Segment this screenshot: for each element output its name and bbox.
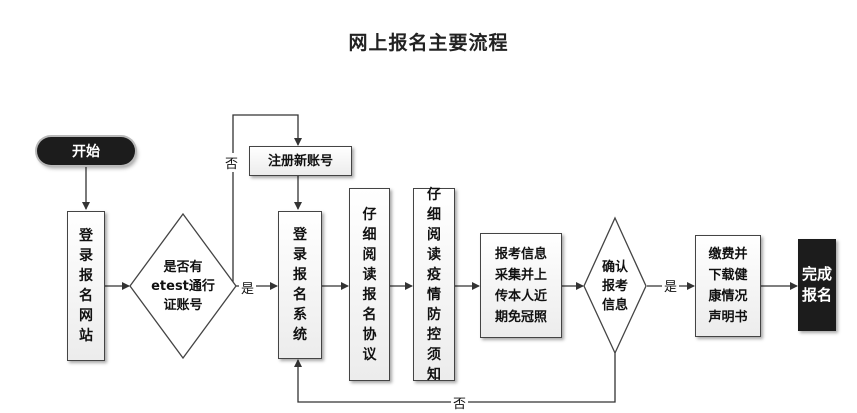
start-node: 开始 bbox=[37, 137, 135, 165]
login-system-label: 登录报名系统 bbox=[293, 227, 307, 343]
edge-label-no-account: 否 bbox=[223, 153, 241, 172]
pay-download-label: 缴费并 下载健 康情况 声明书 bbox=[708, 247, 748, 325]
finish-node: 完成报名 bbox=[798, 239, 836, 331]
finish-label: 完成报名 bbox=[801, 265, 832, 304]
read-agreement-label: 仔细阅读报名协议 bbox=[362, 206, 377, 363]
read-epidemic-label: 仔细阅读疫情防控须知 bbox=[427, 186, 441, 383]
read-agreement-node: 仔细阅读报名协议 bbox=[349, 188, 390, 381]
edge-label-yes-confirm: 是 bbox=[662, 276, 680, 295]
edge-label-yes-account: 是 bbox=[239, 278, 257, 297]
collect-info-node: 报考信息 采集并上 传本人近 期免冠照 bbox=[480, 233, 562, 338]
confirm-info-label: 确认 报考 信息 bbox=[601, 260, 628, 313]
login-site-label: 登录报名网站 bbox=[79, 228, 93, 344]
login-system-node: 登录报名系统 bbox=[278, 211, 322, 359]
collect-info-label: 报考信息 采集并上 传本人近 期免冠照 bbox=[494, 246, 547, 325]
edge-label-no-confirm: 否 bbox=[451, 393, 469, 412]
check-account-diamond bbox=[129, 212, 237, 360]
arrow-check-no-to-register bbox=[232, 114, 302, 286]
confirm-info-diamond bbox=[583, 216, 647, 355]
register-node: 注册新账号 bbox=[249, 146, 352, 176]
start-node-label: 开始 bbox=[72, 144, 100, 160]
login-site-node: 登录报名网站 bbox=[67, 211, 105, 361]
page-title: 网上报名主要流程 bbox=[348, 32, 509, 54]
register-label: 注册新账号 bbox=[267, 153, 333, 169]
check-account-label: 是否有 etest通行 证账号 bbox=[151, 260, 215, 313]
pay-download-node: 缴费并 下载健 康情况 声明书 bbox=[695, 235, 761, 337]
read-epidemic-node: 仔细阅读疫情防控须知 bbox=[413, 187, 455, 383]
